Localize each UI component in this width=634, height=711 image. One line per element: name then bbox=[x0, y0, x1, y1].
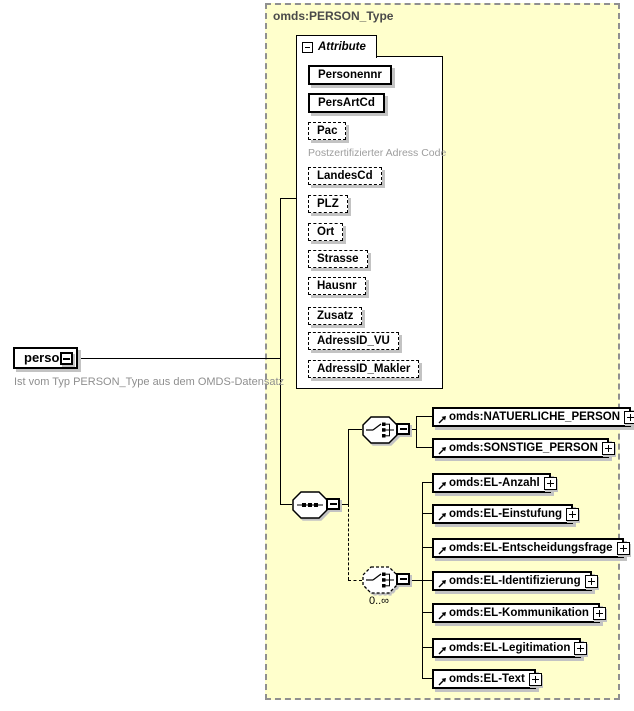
attribute-label: LandesCd bbox=[317, 170, 373, 182]
element-label: omds:EL-Kommunikation bbox=[449, 607, 589, 619]
attribute-label: Personennr bbox=[318, 69, 382, 81]
attribute-label: AdressID_VU bbox=[317, 335, 390, 347]
expand-icon[interactable] bbox=[528, 672, 542, 686]
connector-line bbox=[348, 429, 362, 430]
occurrence-label: 0..∞ bbox=[368, 595, 390, 607]
collapse-icon[interactable] bbox=[326, 498, 340, 510]
element-label: omds:EL-Legitimation bbox=[449, 642, 571, 654]
reference-arrow-icon bbox=[438, 677, 446, 685]
expand-icon[interactable] bbox=[601, 441, 615, 455]
attribute-label: PersArtCd bbox=[318, 97, 375, 109]
attribute-adressid-makler[interactable]: AdressID_Makler bbox=[308, 360, 420, 378]
element-label: omds:NATUERLICHE_PERSON bbox=[449, 411, 621, 423]
connector-line bbox=[410, 429, 416, 430]
element-natuerliche-person[interactable]: omds:NATUERLICHE_PERSON bbox=[432, 407, 634, 427]
attribute-label: Strasse bbox=[317, 253, 359, 265]
connector-line bbox=[422, 482, 423, 678]
connector-line bbox=[280, 504, 292, 505]
expand-icon[interactable] bbox=[584, 574, 598, 588]
connector-line bbox=[422, 513, 432, 514]
reference-arrow-icon bbox=[438, 611, 446, 619]
connector-line bbox=[422, 678, 432, 679]
sequence-compositor-icon[interactable] bbox=[292, 491, 328, 519]
attribute-persartcd[interactable]: PersArtCd bbox=[308, 93, 385, 113]
attribute-label: Pac bbox=[317, 125, 338, 137]
attribute-landescd[interactable]: LandesCd bbox=[308, 167, 382, 185]
attribute-label: AdressID_Makler bbox=[317, 363, 411, 375]
connector-line bbox=[348, 429, 349, 504]
element-label: omds:EL-Einstufung bbox=[449, 508, 563, 520]
attribute-label: Hausnr bbox=[317, 280, 357, 292]
attribute-label: PLZ bbox=[317, 198, 339, 210]
attribute-hausnr[interactable]: Hausnr bbox=[308, 277, 366, 295]
attribute-adressid-vu[interactable]: AdressID_VU bbox=[308, 332, 399, 350]
connector-line bbox=[280, 198, 281, 505]
element-el-kommunikation[interactable]: omds:EL-Kommunikation bbox=[432, 603, 606, 623]
expand-icon[interactable] bbox=[592, 606, 606, 620]
attribute-personennr[interactable]: Personennr bbox=[308, 65, 392, 85]
attribute-group-tab[interactable]: Attribute bbox=[296, 35, 377, 58]
element-el-entscheidungsfrage[interactable]: omds:EL-Entscheidungsfrage bbox=[432, 538, 630, 558]
expand-icon[interactable] bbox=[574, 641, 588, 655]
connector-line bbox=[416, 416, 417, 447]
connector-line-dashed bbox=[348, 504, 349, 580]
connector-line bbox=[340, 504, 348, 505]
connector-line bbox=[416, 447, 432, 448]
collapse-icon[interactable] bbox=[396, 573, 410, 585]
element-label: omds:SONSTIGE_PERSON bbox=[449, 442, 598, 454]
connector-line bbox=[422, 647, 432, 648]
element-el-einstufung[interactable]: omds:EL-Einstufung bbox=[432, 504, 580, 524]
element-label: omds:EL-Anzahl bbox=[449, 477, 540, 489]
element-person-annotation: Ist vom Typ PERSON_Type aus dem OMDS-Dat… bbox=[14, 376, 285, 388]
element-label: omds:EL-Text bbox=[449, 673, 525, 685]
expand-icon[interactable] bbox=[543, 476, 557, 490]
reference-arrow-icon bbox=[438, 512, 446, 520]
connector-line bbox=[422, 547, 432, 548]
connector-line bbox=[416, 416, 432, 417]
element-el-anzahl[interactable]: omds:EL-Anzahl bbox=[432, 473, 557, 493]
element-el-text[interactable]: omds:EL-Text bbox=[432, 669, 542, 689]
element-sonstige-person[interactable]: omds:SONSTIGE_PERSON bbox=[432, 438, 615, 458]
connector-line bbox=[422, 482, 432, 483]
connector-line bbox=[73, 358, 280, 359]
attribute-strasse[interactable]: Strasse bbox=[308, 250, 368, 268]
attribute-pac[interactable]: Pac bbox=[308, 122, 347, 140]
element-el-legitimation[interactable]: omds:EL-Legitimation bbox=[432, 638, 588, 658]
attribute-ort[interactable]: Ort bbox=[308, 223, 344, 241]
reference-arrow-icon bbox=[438, 415, 446, 423]
element-label: omds:EL-Entscheidungsfrage bbox=[449, 542, 613, 554]
attribute-pac-caption: Postzertifizierter Adress Code bbox=[308, 147, 447, 159]
element-el-identifizierung[interactable]: omds:EL-Identifizierung bbox=[432, 571, 598, 591]
choice-compositor-icon[interactable] bbox=[362, 566, 398, 594]
expand-icon[interactable] bbox=[624, 410, 634, 424]
attribute-label: Zusatz bbox=[317, 310, 354, 322]
connector-line bbox=[410, 580, 432, 581]
element-label: omds:EL-Identifizierung bbox=[449, 575, 581, 587]
reference-arrow-icon bbox=[438, 646, 446, 654]
collapse-icon[interactable] bbox=[302, 41, 313, 53]
connector-line bbox=[422, 612, 432, 613]
person-type-label: omds:PERSON_Type bbox=[273, 9, 394, 23]
attribute-group-title: Attribute bbox=[318, 41, 366, 53]
element-person-label: person bbox=[24, 350, 68, 365]
connector-line-dashed bbox=[348, 580, 362, 581]
attribute-label: Ort bbox=[317, 226, 335, 238]
choice-compositor-icon[interactable] bbox=[362, 416, 398, 444]
reference-arrow-icon bbox=[438, 481, 446, 489]
attribute-zusatz[interactable]: Zusatz bbox=[308, 307, 363, 325]
collapse-icon[interactable] bbox=[60, 352, 73, 365]
reference-arrow-icon bbox=[438, 446, 446, 454]
connector-line bbox=[280, 198, 296, 199]
expand-icon[interactable] bbox=[566, 507, 580, 521]
collapse-icon[interactable] bbox=[396, 423, 410, 435]
attribute-plz[interactable]: PLZ bbox=[308, 195, 348, 213]
expand-icon[interactable] bbox=[616, 541, 630, 555]
reference-arrow-icon bbox=[438, 579, 446, 587]
reference-arrow-icon bbox=[438, 546, 446, 554]
